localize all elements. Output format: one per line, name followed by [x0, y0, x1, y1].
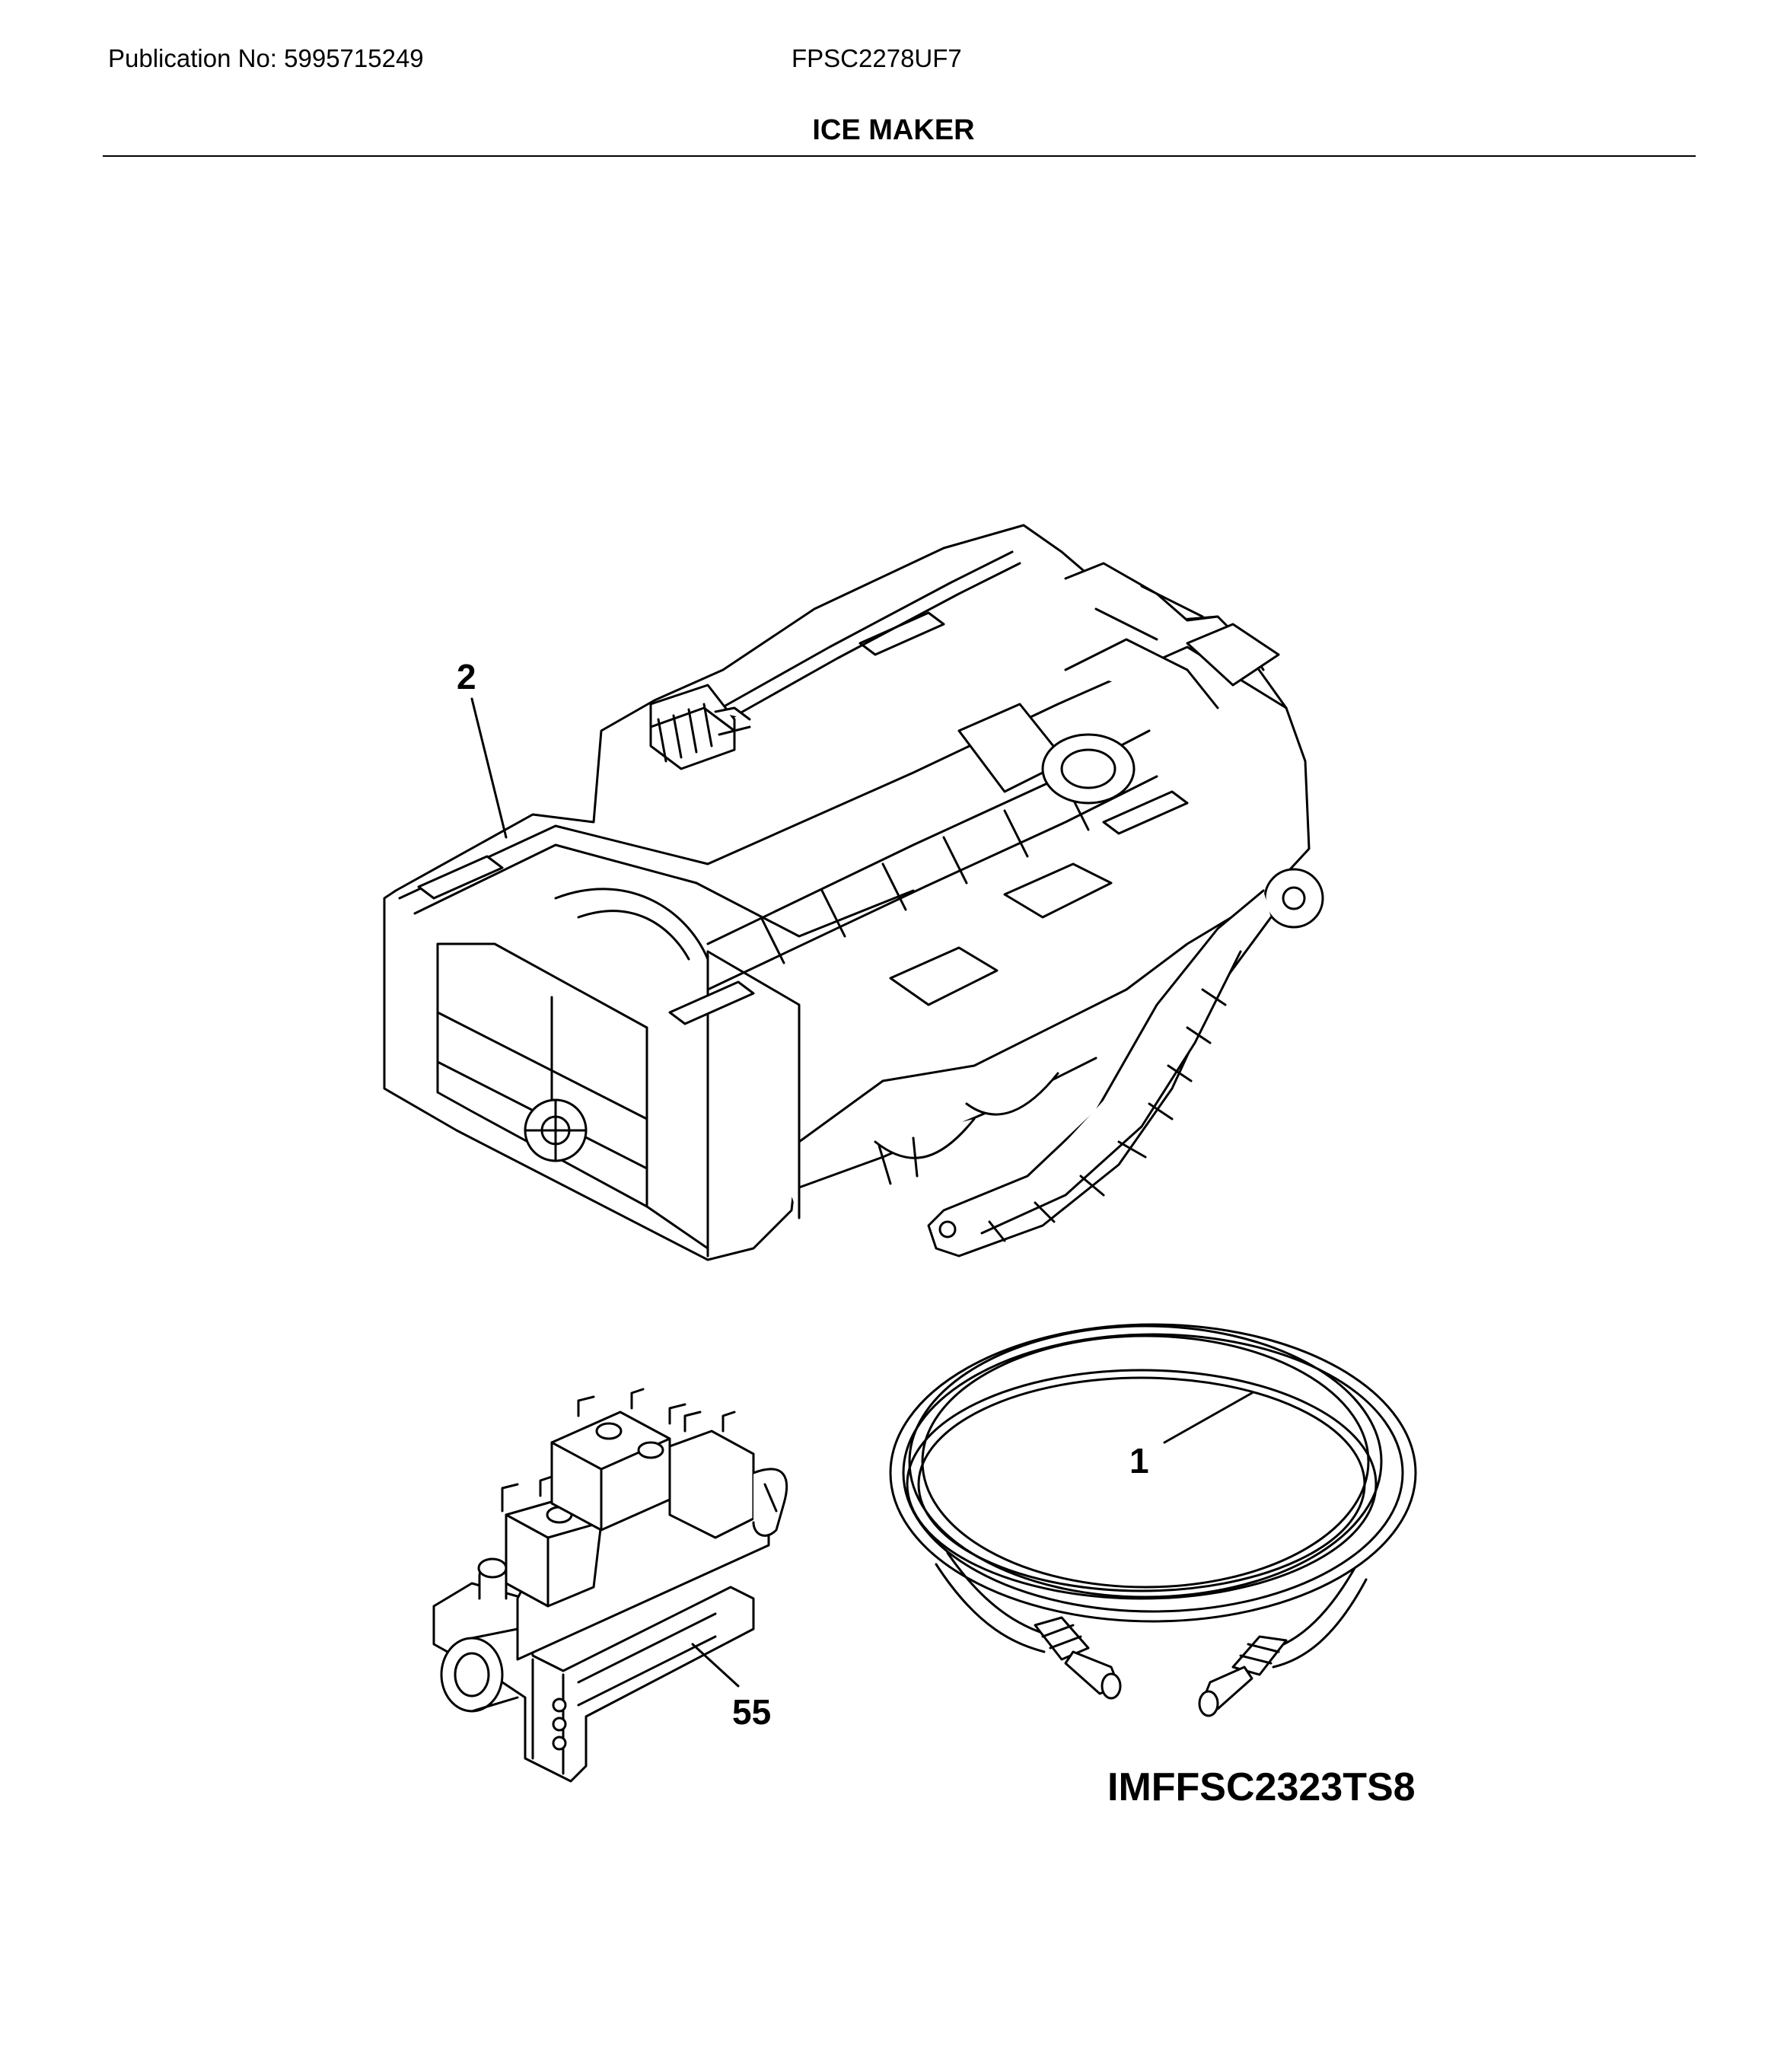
water-line [889, 1323, 1417, 1717]
callout-water-valve: 55 [732, 1692, 771, 1732]
diagram-code: IMFFSC2323TS8 [1107, 1765, 1416, 1809]
model-number: FPSC2278UF7 [792, 44, 962, 72]
leader-line-water-valve [691, 1643, 740, 1688]
callout-water-line: 1 [1129, 1441, 1149, 1481]
ice-maker-assembly [383, 524, 1324, 1261]
header-divider [103, 155, 1696, 157]
leader-line-ice-maker [470, 697, 508, 839]
section-title: ICE MAKER [812, 114, 975, 146]
callout-ice-maker: 2 [457, 657, 476, 697]
publication-number: Publication No: 5995715249 [108, 44, 424, 72]
water-valve [432, 1388, 788, 1783]
leader-line-water-line [1163, 1391, 1253, 1444]
